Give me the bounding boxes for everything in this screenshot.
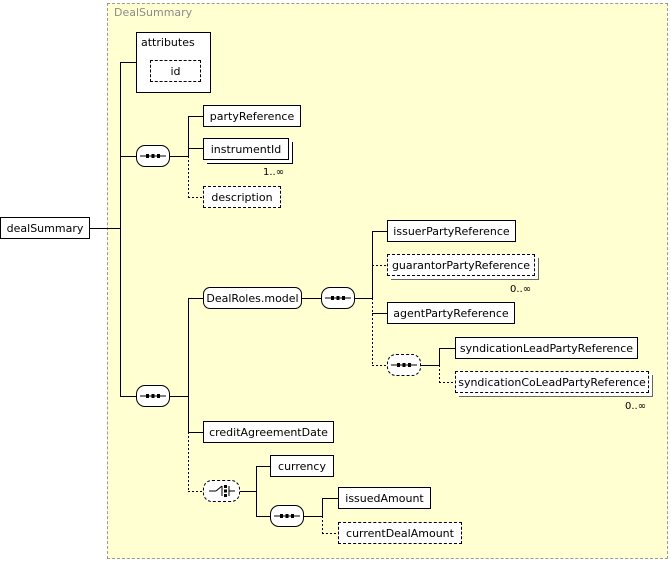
sequence-icon: [391, 363, 417, 367]
group-title: DealSummary: [114, 6, 193, 19]
element-currentDealAmount[interactable]: currentDealAmount: [338, 522, 462, 544]
sequence-compositor-4[interactable]: [387, 354, 421, 376]
choice-icon: [208, 485, 235, 497]
element-guarantorPartyReference[interactable]: guarantorPartyReference: [387, 254, 535, 276]
group-DealRoles-model[interactable]: DealRoles.model: [203, 287, 302, 309]
sequence-compositor-5[interactable]: [270, 505, 304, 527]
element-syndicationLeadPartyReference[interactable]: syndicationLeadPartyReference: [455, 337, 638, 359]
sequence-icon: [140, 394, 166, 398]
attribute-id[interactable]: id: [150, 60, 201, 82]
complex-type-group: [107, 3, 668, 559]
sequence-icon: [140, 154, 166, 158]
element-partyReference[interactable]: partyReference: [203, 105, 301, 127]
element-creditAgreementDate[interactable]: creditAgreementDate: [203, 421, 334, 443]
element-syndicationCoLeadPartyReference[interactable]: syndicationCoLeadPartyReference: [455, 371, 649, 393]
sequence-compositor-1[interactable]: [136, 145, 170, 167]
cardinality-guarantorPartyReference: 0..∞: [510, 284, 532, 295]
cardinality-syndicationCoLeadPartyReference: 0..∞: [625, 401, 647, 412]
cardinality-instrumentId: 1..∞: [263, 167, 285, 178]
element-currency[interactable]: currency: [270, 455, 334, 477]
element-description[interactable]: description: [203, 186, 281, 208]
element-issuedAmount[interactable]: issuedAmount: [338, 487, 431, 509]
attributes-box: attributes id: [136, 32, 211, 93]
attributes-label: attributes: [141, 36, 195, 49]
element-agentPartyReference[interactable]: agentPartyReference: [387, 302, 515, 324]
element-instrumentId[interactable]: instrumentId: [203, 138, 289, 160]
sequence-icon: [325, 296, 351, 300]
sequence-compositor-3[interactable]: [321, 287, 355, 309]
element-issuerPartyReference[interactable]: issuerPartyReference: [387, 220, 516, 242]
choice-compositor[interactable]: [203, 480, 240, 502]
sequence-icon: [274, 514, 300, 518]
sequence-compositor-2[interactable]: [136, 385, 170, 407]
root-element-dealSummary[interactable]: dealSummary: [0, 217, 90, 239]
